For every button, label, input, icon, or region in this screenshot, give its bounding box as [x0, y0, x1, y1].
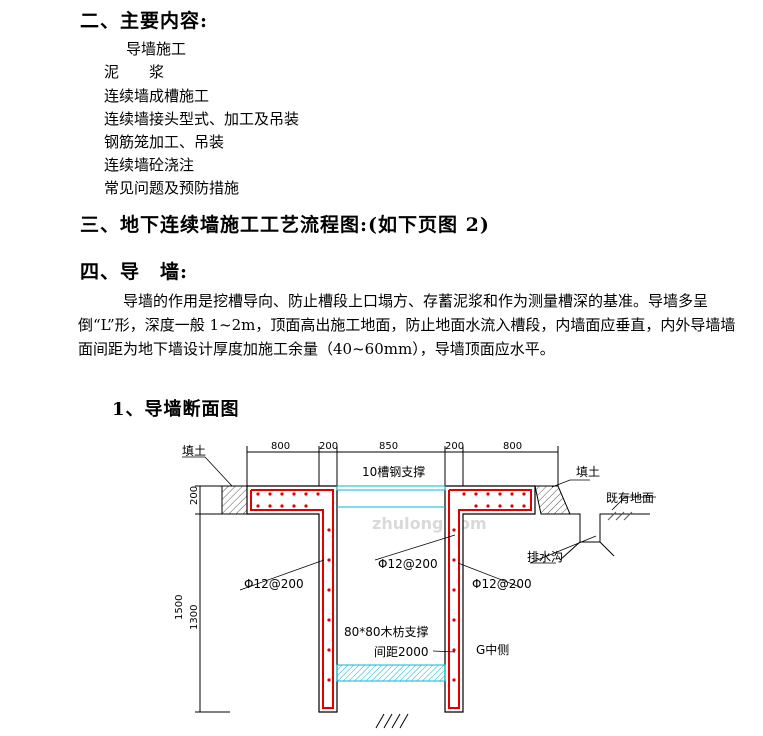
section-3-heading: 三、地下连续墙施工工艺流程图:(如下页图 2) — [80, 214, 490, 236]
list-item: 常见问题及预防措施 — [104, 179, 240, 197]
section-4-paragraph: 导墙的作用是挖槽导向、防止槽段上口塌方、存蓄泥浆和作为测量槽深的基准。导墙多呈倒… — [78, 292, 736, 358]
list-item: 连续墙砼浇注 — [104, 156, 195, 174]
label-rebar-left: Φ12@200 — [244, 577, 304, 591]
section-4-heading: 四、导 墙: — [80, 261, 189, 283]
label-rebar-inner: Φ12@200 — [378, 557, 438, 571]
dim-top: 800 — [271, 441, 290, 452]
dim-left: 1500 — [174, 595, 185, 620]
guide-wall-left — [246, 485, 338, 713]
list-item: 连续墙成槽施工 — [104, 87, 210, 105]
label-fill-soil-left: 填土 — [182, 444, 206, 458]
list-item: 钢筋笼加工、吊装 — [104, 133, 225, 151]
dim-top: 200 — [445, 441, 464, 452]
label-existing-ground: 既有地面 — [606, 491, 654, 505]
label-formwork: G中侧 — [476, 642, 509, 657]
channel-steel-brace — [336, 485, 446, 491]
dim-top: 200 — [319, 441, 338, 452]
fill-soil-left — [221, 485, 248, 515]
list-item: 连续墙接头型式、加工及吊装 — [104, 110, 300, 128]
dim-top: 800 — [503, 441, 522, 452]
label-drain: 排水沟 — [527, 550, 563, 564]
list-item: 泥 浆 — [104, 63, 165, 81]
dim-left: 200 — [189, 486, 200, 505]
fill-soil-right — [534, 485, 571, 515]
guide-wall-right — [444, 485, 536, 713]
timber-brace — [336, 664, 446, 682]
figure-heading: 1、导墙断面图 — [112, 399, 240, 420]
label-spacing: 间距2000 — [374, 645, 429, 659]
section-2-heading: 二、主要内容: — [80, 10, 209, 32]
label-timber-brace: 80*80木枋支撑 — [344, 624, 429, 639]
dim-left: 1300 — [189, 605, 200, 630]
list-item: 导墙施工 — [126, 40, 187, 58]
label-fill-soil-right: 填土 — [576, 465, 600, 479]
watermark: zhulong.com — [372, 514, 487, 533]
dim-top: 850 — [379, 441, 398, 452]
label-channel-brace: 10槽钢支撑 — [362, 464, 425, 479]
label-rebar-right: Φ12@200 — [472, 577, 532, 591]
